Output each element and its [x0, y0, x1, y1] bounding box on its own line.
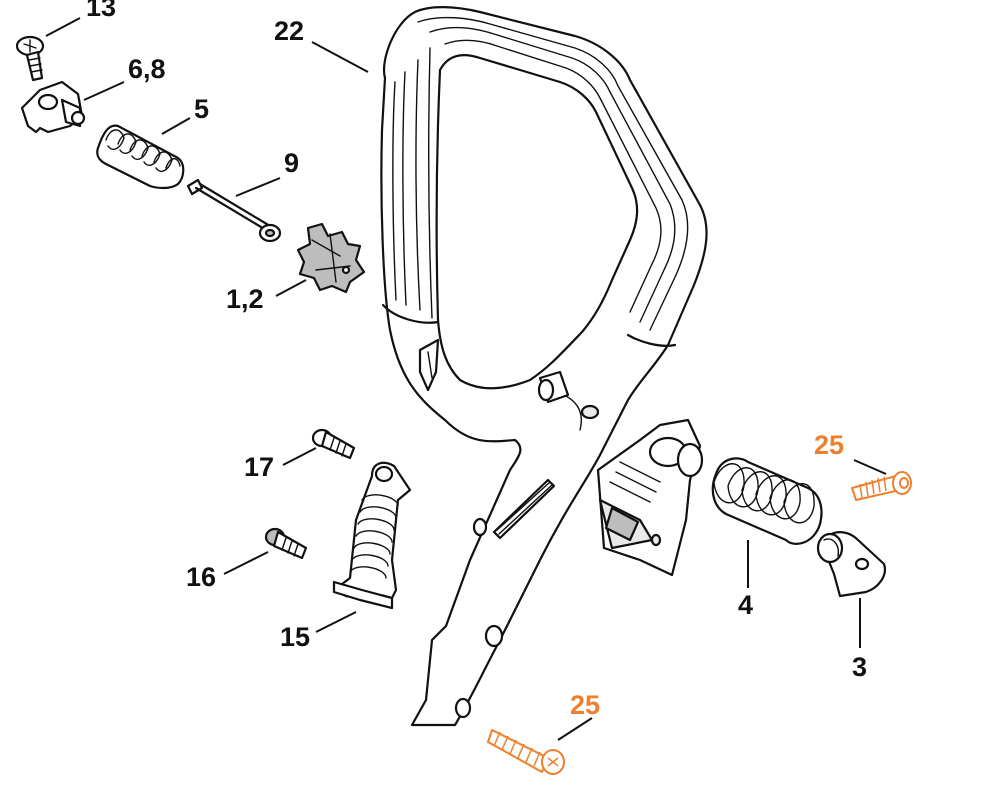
label-17: 17: [244, 452, 274, 482]
part-labels: 13 22 6,8 5 9 1,2 17 16 15 4 3 25 25: [86, 0, 867, 720]
label-5: 5: [194, 94, 209, 124]
label-16: 16: [186, 562, 216, 592]
label-22: 22: [274, 16, 304, 46]
buffer-part-15[interactable]: [332, 461, 412, 610]
label-6-8: 6,8: [128, 54, 166, 84]
screw-part-17[interactable]: [311, 428, 356, 460]
cap-part-3[interactable]: [816, 531, 886, 598]
spring-part-5[interactable]: [96, 124, 185, 190]
clamp-part-6-8[interactable]: [20, 80, 86, 134]
screw-part-13[interactable]: [15, 35, 45, 82]
screw-part-25-lower[interactable]: [487, 729, 565, 775]
label-13: 13: [86, 0, 116, 22]
label-1-2: 1,2: [226, 284, 264, 314]
leader-lines: [45, 17, 887, 741]
mounting-bracket: [596, 418, 704, 577]
handlebar-part-22[interactable]: [380, 6, 708, 727]
label-9: 9: [284, 148, 299, 178]
label-25-lower: 25: [570, 690, 600, 720]
label-25-upper: 25: [814, 430, 844, 460]
screw-part-25-upper[interactable]: [851, 471, 912, 501]
label-4: 4: [738, 590, 753, 620]
spring-part-4[interactable]: [711, 457, 823, 545]
label-3: 3: [852, 652, 867, 682]
nut-part-1-2[interactable]: [296, 222, 366, 294]
screw-part-16[interactable]: [264, 527, 308, 560]
pin-part-9[interactable]: [186, 178, 282, 243]
label-15: 15: [280, 622, 310, 652]
